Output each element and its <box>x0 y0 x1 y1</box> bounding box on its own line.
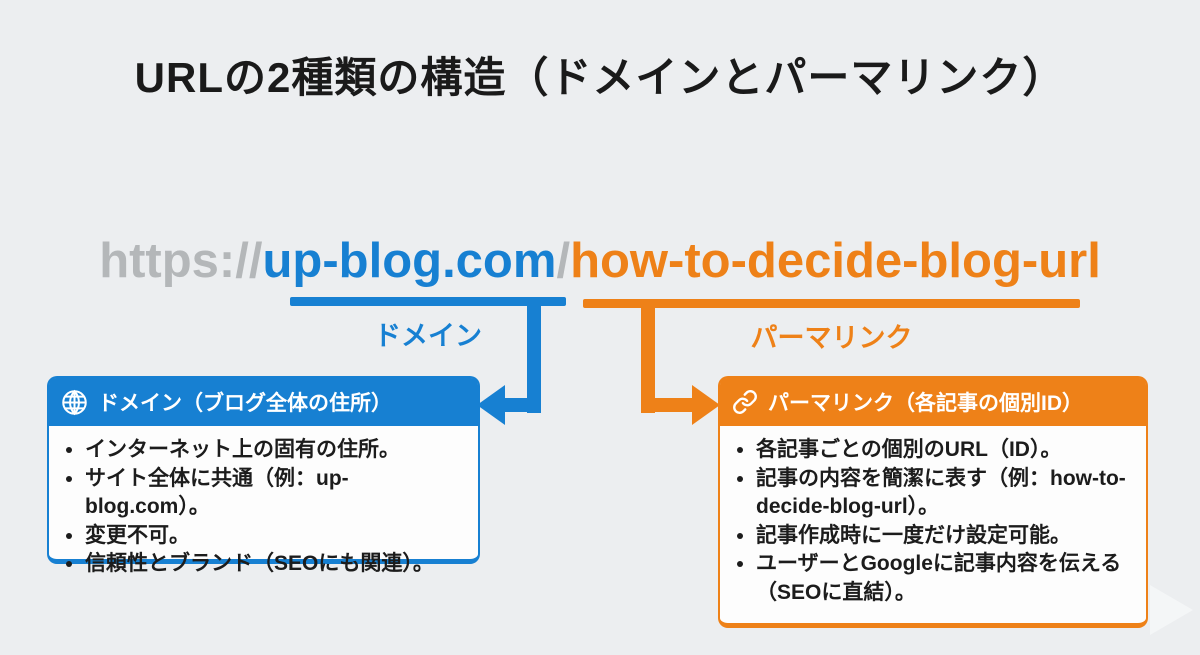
globe-icon <box>61 389 88 416</box>
domain-info-box: ドメイン（ブログ全体の住所） インターネット上の固有の住所。 サイト全体に共通（… <box>47 376 480 575</box>
permalink-info-box: パーマリンク（各記事の個別ID） 各記事ごとの個別のURL（ID）。 記事の内容… <box>718 376 1148 628</box>
page-title: URLの2種類の構造（ドメインとパーマリンク） <box>134 54 1066 101</box>
link-icon <box>732 389 758 415</box>
domain-bullet-list: インターネット上の固有の住所。 サイト全体に共通（例：up-blog.com）。… <box>61 436 472 579</box>
list-item: サイト全体に共通（例：up-blog.com）。 <box>85 465 472 522</box>
domain-segment-label: ドメイン <box>374 321 482 351</box>
url-permalink-part: how-to-decide-blog-url <box>570 234 1101 288</box>
permalink-box-title: パーマリンク（各記事の個別ID） <box>768 392 1083 415</box>
permalink-box-body: 各記事ごとの個別のURL（ID）。 記事の内容を簡潔に表す（例：how-to-d… <box>720 426 1146 615</box>
domain-box-body: インターネット上の固有の住所。 サイト全体に共通（例：up-blog.com）。… <box>49 426 478 587</box>
list-item: 記事の内容を簡潔に表す（例：how-to-decide-blog-url）。 <box>756 465 1140 522</box>
list-item: 信頼性とブランド（SEOにも関連）。 <box>85 550 472 579</box>
url-protocol: https:// <box>99 234 263 288</box>
domain-box-header: ドメイン（ブログ全体の住所） <box>49 378 478 426</box>
permalink-box-header: パーマリンク（各記事の個別ID） <box>720 378 1146 426</box>
permalink-bullet-list: 各記事ごとの個別のURL（ID）。 記事の内容を簡潔に表す（例：how-to-d… <box>732 436 1140 607</box>
list-item: 変更不可。 <box>85 522 472 551</box>
example-url: https://up-blog.com/how-to-decide-blog-u… <box>0 233 1200 289</box>
list-item: インターネット上の固有の住所。 <box>85 436 472 465</box>
url-domain-part: up-blog.com <box>262 234 557 288</box>
url-separator: / <box>556 234 571 288</box>
domain-box-title: ドメイン（ブログ全体の住所） <box>98 392 392 415</box>
permalink-segment-label: パーマリンク <box>750 323 913 353</box>
list-item: ユーザーとGoogleに記事内容を伝える（SEOに直結）。 <box>756 550 1140 607</box>
list-item: 記事作成時に一度だけ設定可能。 <box>756 522 1140 551</box>
list-item: 各記事ごとの個別のURL（ID）。 <box>756 436 1140 465</box>
